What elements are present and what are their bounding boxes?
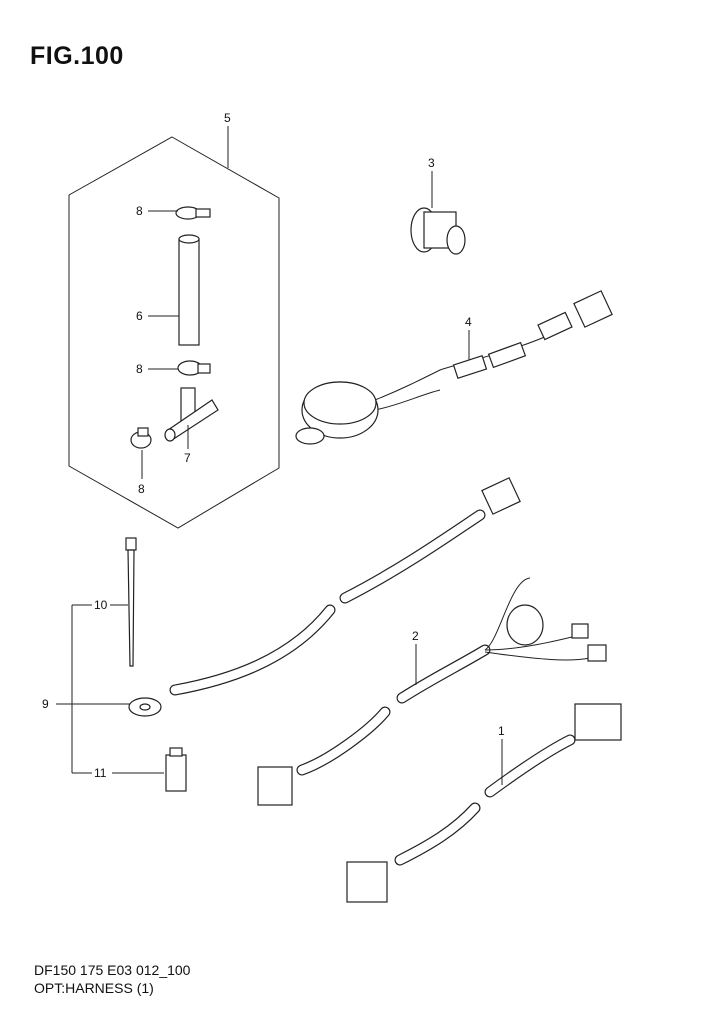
fuse-11 <box>165 747 187 792</box>
diagram-code: DF150 175 E03 012_100 <box>34 962 191 978</box>
callout-11: 11 <box>94 766 107 780</box>
callout-9: 9 <box>42 697 49 711</box>
callout-1: 1 <box>498 724 505 738</box>
callout-2: 2 <box>412 629 419 643</box>
hose-clamp-8-bottom <box>130 427 152 449</box>
callout-7: 7 <box>184 451 191 465</box>
callout-4: 4 <box>465 315 472 329</box>
cable-tie-10 <box>125 537 137 667</box>
callout-10: 10 <box>94 598 108 612</box>
harness-1 <box>346 703 622 903</box>
diagram-name: OPT:HARNESS (1) <box>34 980 154 996</box>
kit-5-boundary <box>68 136 280 529</box>
plug-3 <box>410 207 466 255</box>
buzzer-harness-4 <box>295 290 613 445</box>
tee-joint-7 <box>164 387 219 442</box>
leader-lines <box>56 126 503 785</box>
hose-clamp-8-middle <box>177 360 211 376</box>
callout-5: 5 <box>224 111 231 125</box>
callout-3: 3 <box>428 156 435 170</box>
callout-6: 6 <box>136 309 143 323</box>
hose-clamp-8-top <box>175 206 211 220</box>
cable-9 <box>128 477 521 717</box>
callout-8: 8 <box>136 362 143 376</box>
figure-title: FIG.100 <box>30 42 124 70</box>
callout-8: 8 <box>138 482 145 496</box>
harness-2 <box>257 577 607 806</box>
hose-6 <box>178 234 200 346</box>
callout-8: 8 <box>136 204 143 218</box>
